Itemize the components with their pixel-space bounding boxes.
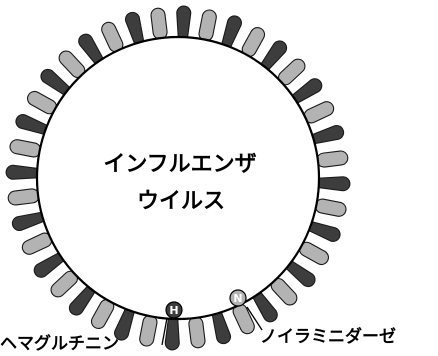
spike-ring bbox=[5, 5, 351, 351]
hemagglutinin-spike bbox=[251, 289, 278, 323]
neuraminidase-spike bbox=[9, 139, 42, 158]
hemagglutinin-leader-line bbox=[161, 317, 168, 346]
hemagglutinin-spike bbox=[316, 176, 351, 192]
hemagglutinin-spike bbox=[164, 316, 180, 351]
neuraminidase-spike bbox=[7, 188, 40, 206]
hemagglutinin-spike bbox=[284, 259, 316, 288]
hemagglutinin-spike bbox=[40, 68, 72, 97]
hemagglutinin-spike bbox=[289, 78, 323, 105]
hemagglutinin-spike bbox=[220, 15, 242, 50]
neuraminidase-spike bbox=[139, 314, 158, 347]
hemagglutinin-spike bbox=[11, 211, 47, 232]
neuraminidase-leader-line bbox=[246, 306, 263, 331]
hemagglutinin-spike bbox=[33, 251, 67, 278]
hemagglutinin-spike bbox=[78, 33, 105, 67]
hemagglutinin-spike bbox=[306, 220, 341, 242]
hemagglutinin-spike bbox=[211, 309, 232, 345]
hemagglutinin-spike bbox=[124, 11, 145, 47]
virus-title-line-2: ウイルス bbox=[137, 189, 225, 214]
hemagglutinin-marker: H bbox=[165, 301, 183, 319]
hemagglutinin-spike bbox=[68, 284, 97, 316]
hemagglutinin-marker-badge bbox=[165, 301, 183, 319]
hemagglutinin-spike bbox=[259, 40, 288, 72]
hemagglutinin-spike bbox=[5, 164, 40, 180]
neuraminidase-spike bbox=[188, 316, 206, 349]
neuraminidase-spike bbox=[198, 9, 217, 42]
neuraminidase-marker-badge bbox=[229, 289, 247, 307]
neuraminidase-marker: N bbox=[229, 289, 247, 307]
hemagglutinin-spike bbox=[15, 114, 50, 136]
neuraminidase-label: ノイラミニダーゼ bbox=[260, 326, 396, 347]
viral-envelope-membrane bbox=[35, 35, 321, 321]
neuraminidase-spike bbox=[150, 7, 168, 40]
neuraminidase-marker-letter: N bbox=[233, 292, 242, 305]
virus-title-line-1: インフルエンザ bbox=[103, 152, 256, 177]
neuraminidase-spike bbox=[316, 150, 349, 168]
hemagglutinin-label: ヘマグルチニン bbox=[0, 333, 119, 354]
hemagglutinin-spike bbox=[176, 5, 192, 40]
hemagglutinin-spike bbox=[114, 306, 136, 341]
hemagglutinin-spike bbox=[309, 124, 345, 145]
neuraminidase-spike bbox=[314, 198, 347, 217]
hemagglutinin-marker-letter: H bbox=[169, 304, 178, 317]
